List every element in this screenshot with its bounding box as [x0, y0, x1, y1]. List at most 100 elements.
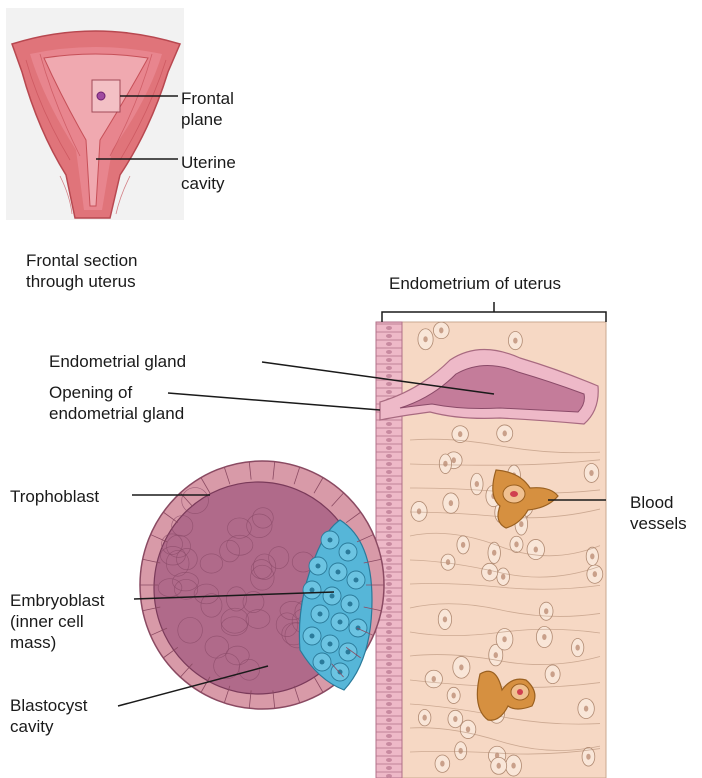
epithelial-cell-nucleus: [386, 742, 392, 746]
stroma-cell-nucleus: [453, 716, 457, 722]
epithelial-cell-nucleus: [386, 662, 392, 666]
epithelial-cell-nucleus: [386, 374, 392, 378]
stroma-cell-nucleus: [417, 508, 421, 514]
uterus-illustration: [6, 8, 184, 220]
stroma-cell-nucleus: [519, 521, 523, 527]
opening-gland-leader-line: [168, 393, 380, 410]
epithelial-cell-nucleus: [386, 350, 392, 354]
stroma-cell-nucleus: [511, 763, 515, 769]
epithelial-cell-nucleus: [386, 750, 392, 754]
stroma-cell-nucleus: [458, 431, 462, 437]
stroma-cell-nucleus: [584, 706, 588, 712]
epithelial-cell-nucleus: [386, 734, 392, 738]
epithelial-cell-nucleus: [386, 462, 392, 466]
epithelial-cell-nucleus: [386, 670, 392, 674]
embryoblast-cell-nucleus: [336, 570, 341, 575]
epithelial-cell-nucleus: [386, 542, 392, 546]
epithelial-cell-nucleus: [386, 438, 392, 442]
stroma-cell-nucleus: [451, 692, 455, 698]
stroma-cell-nucleus: [422, 715, 426, 721]
epithelial-cell-nucleus: [386, 590, 392, 594]
epithelial-cell-nucleus: [386, 654, 392, 658]
stroma-cell-nucleus: [446, 559, 450, 565]
epithelial-cell-nucleus: [386, 582, 392, 586]
epithelial-cell-nucleus: [386, 502, 392, 506]
endometrium-bracket: [382, 302, 606, 322]
stroma-cell-nucleus: [452, 457, 456, 463]
epithelial-cell-nucleus: [386, 686, 392, 690]
blood-cell: [517, 689, 523, 695]
epithelial-cell-nucleus: [386, 358, 392, 362]
stroma-cell-nucleus: [542, 634, 546, 640]
epithelial-cell-nucleus: [386, 710, 392, 714]
epithelial-cell-nucleus: [386, 470, 392, 474]
endometrium-panel: [376, 302, 606, 778]
epithelial-cell-nucleus: [386, 526, 392, 530]
epithelial-cell-nucleus: [386, 726, 392, 730]
epithelial-cell-nucleus: [386, 566, 392, 570]
stroma-cell-nucleus: [492, 550, 496, 556]
epithelial-cell-nucleus: [386, 422, 392, 426]
endometrium-label: Endometrium of uterus: [389, 273, 561, 294]
epithelial-cell-nucleus: [386, 766, 392, 770]
epithelial-cell-nucleus: [386, 534, 392, 538]
stroma-cell-nucleus: [589, 470, 593, 476]
blood-cell: [510, 491, 518, 497]
epithelial-cell-nucleus: [386, 382, 392, 386]
stroma-cell-nucleus: [534, 546, 538, 552]
frontal-plane-label: Frontal plane: [181, 88, 234, 130]
embryoblast-cell-nucleus: [348, 602, 353, 607]
epithelial-cell-nucleus: [386, 702, 392, 706]
embryoblast-cell-nucleus: [320, 660, 325, 665]
epithelial-cell-nucleus: [386, 334, 392, 338]
epithelial-cell-nucleus: [386, 494, 392, 498]
epithelial-cell-nucleus: [386, 326, 392, 330]
epithelial-cell-nucleus: [386, 478, 392, 482]
epithelial-cell-nucleus: [386, 390, 392, 394]
frontal-plane-box: [92, 80, 120, 112]
stroma-cell-nucleus: [475, 481, 479, 487]
epithelial-cell-nucleus: [386, 774, 392, 778]
epithelial-cell-nucleus: [386, 510, 392, 514]
uterine-cavity-label: Uterine cavity: [181, 152, 236, 194]
stroma-cell-nucleus: [443, 616, 447, 622]
epithelial-cell-nucleus: [386, 366, 392, 370]
stroma-cell-nucleus: [497, 763, 501, 769]
stroma-cell-nucleus: [575, 645, 579, 651]
frontal-section-label: Frontal section through uterus: [26, 250, 138, 292]
epithelial-cell-nucleus: [386, 606, 392, 610]
stroma-cell-nucleus: [494, 652, 498, 658]
epithelial-cell-nucleus: [386, 518, 392, 522]
stroma-cell-nucleus: [503, 430, 507, 436]
epithelial-cell-nucleus: [386, 454, 392, 458]
stroma-cell-nucleus: [458, 748, 462, 754]
stroma-cell-nucleus: [423, 336, 427, 342]
epithelial-cell-nucleus: [386, 342, 392, 346]
stroma-cell-nucleus: [449, 500, 453, 506]
blastocyst-cavity-label: Blastocyst cavity: [10, 695, 87, 737]
epithelial-cell-nucleus: [386, 430, 392, 434]
epithelial-cell-nucleus: [386, 694, 392, 698]
blood-vessels-label: Blood vessels: [630, 492, 687, 534]
epithelial-cell-nucleus: [386, 758, 392, 762]
embryoblast-cell-nucleus: [328, 538, 333, 543]
stroma-cell-nucleus: [501, 574, 505, 580]
stroma-cell-nucleus: [440, 761, 444, 767]
embryoblast-cell-nucleus: [354, 578, 359, 583]
stroma-cell-nucleus: [443, 461, 447, 467]
stroma-cell-nucleus: [459, 664, 463, 670]
epithelial-cell-nucleus: [386, 646, 392, 650]
embryoblast-cell-nucleus: [318, 612, 323, 617]
epithelial-cell-nucleus: [386, 446, 392, 450]
trophoblast-label: Trophoblast: [10, 486, 99, 507]
epithelial-cell-nucleus: [386, 598, 392, 602]
epithelial-cell-nucleus: [386, 678, 392, 682]
stroma-cell-nucleus: [439, 327, 443, 333]
endometrial-gland-label: Endometrial gland: [49, 351, 186, 372]
implantation-site-dot: [97, 92, 105, 100]
embryoblast-cell-nucleus: [316, 564, 321, 569]
stroma-cell-nucleus: [586, 754, 590, 760]
embryoblast-cell-nucleus: [328, 642, 333, 647]
epithelial-cell-nucleus: [386, 574, 392, 578]
